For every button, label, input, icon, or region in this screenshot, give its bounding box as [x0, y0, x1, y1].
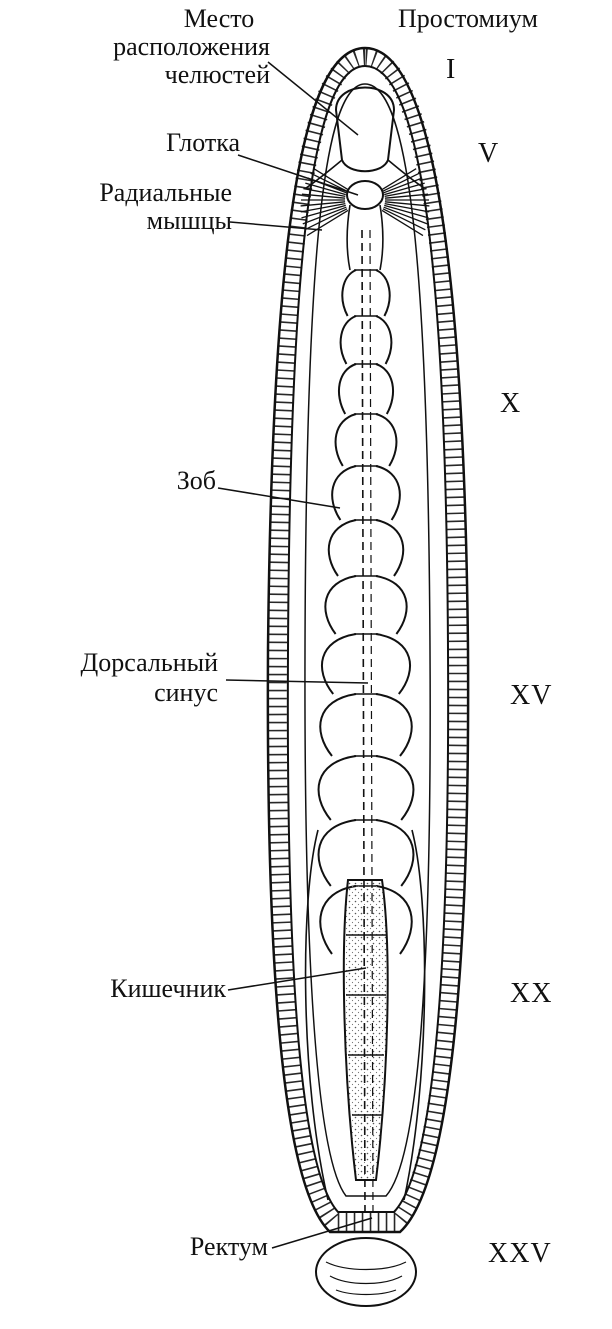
radial-muscle-fiber: [383, 173, 419, 191]
dorsal-sinus-label-line1: Дорсальный: [10, 650, 218, 676]
radial-muscle-fiber: [383, 209, 425, 230]
jaws-label-line1: Место: [168, 6, 270, 32]
intestine-label: Кишечник: [40, 976, 226, 1002]
crop-pouch: [341, 316, 392, 364]
radial-muscles-label-line1: Радиальные: [48, 180, 232, 206]
segment-label-x: X: [500, 388, 521, 420]
crop-pouch: [319, 756, 414, 820]
crop-pouch: [320, 694, 411, 756]
prostomium-label: Простомиум: [398, 6, 538, 32]
radial-muscle-fiber: [311, 173, 347, 191]
segment-label-xv: XV: [510, 680, 552, 712]
jaws-label-line2: расположения: [94, 34, 270, 60]
crop-pouch: [322, 634, 410, 694]
crop-pouch: [336, 414, 397, 466]
dorsal-sinus-label-line2: синус: [118, 680, 218, 706]
crop-pouch: [329, 520, 403, 576]
radial-muscles-label-line2: мышцы: [96, 208, 232, 234]
crop-pouch: [325, 576, 406, 634]
crop-pouches: [319, 270, 414, 954]
crop-pouch: [332, 466, 400, 520]
crop-pouch: [319, 820, 414, 886]
pharynx-label: Глотка: [100, 130, 240, 156]
crop-pouch: [339, 364, 393, 414]
segment-label-v: V: [478, 138, 499, 170]
rectum-label: Ректум: [146, 1234, 268, 1260]
segment-label-xxv: XXV: [488, 1238, 552, 1270]
radial-muscle-fiber: [305, 209, 347, 230]
segment-label-xx: XX: [510, 978, 552, 1010]
posterior-sucker: [316, 1238, 416, 1306]
crop-label: Зоб: [130, 468, 216, 494]
jaws-label-line3: челюстей: [124, 62, 270, 88]
crop-pouch: [342, 270, 389, 316]
segment-label-i: I: [446, 54, 456, 86]
